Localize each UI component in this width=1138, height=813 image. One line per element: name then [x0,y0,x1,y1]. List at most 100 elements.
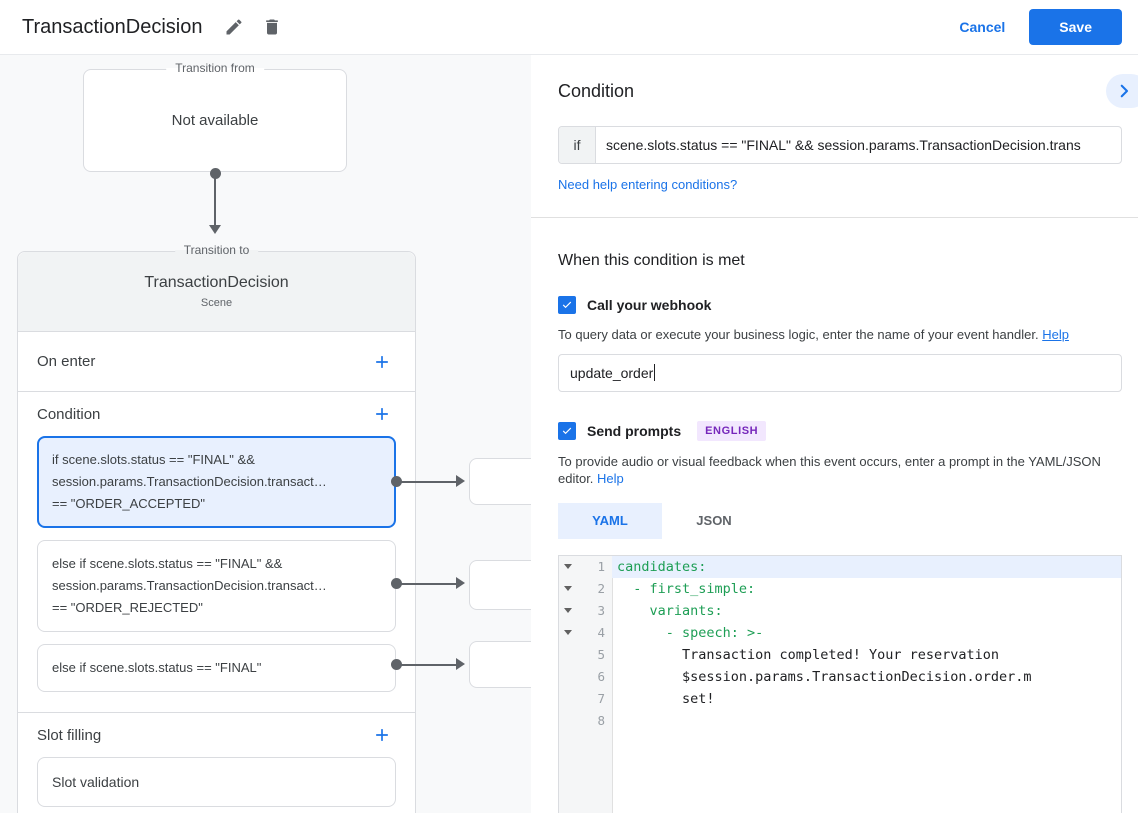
condition-detail-panel: Condition if scene.slots.status == "FINA… [531,55,1138,813]
call-webhook-checkbox[interactable] [558,296,576,314]
condition-card-line: == "ORDER_REJECTED" [52,600,203,615]
conditions-help-link[interactable]: Need help entering conditions? [558,177,738,192]
transition-from-value: Not available [171,112,259,129]
slot-filling-section: Slot filling Slot validation [18,712,415,813]
prompts-help-link[interactable]: Help [597,471,624,486]
condition-card-line: session.params.TransactionDecision.trans… [52,578,327,593]
chevron-right-icon [1120,84,1129,98]
condition-expression-value[interactable]: scene.slots.status == "FINAL" && session… [606,137,1081,153]
add-on-enter-button[interactable] [368,348,396,376]
add-condition-button[interactable] [368,400,396,428]
line-number: 6 [597,669,605,684]
check-icon [562,427,572,434]
transition-from-label: Transition from [166,61,264,75]
arrow-down-icon [209,225,221,234]
edit-scene-button[interactable] [218,11,250,43]
connector-dot [209,168,221,179]
pencil-icon [226,19,242,35]
line-number: 8 [597,713,605,728]
condition-card[interactable]: else if scene.slots.status == "FINAL" [37,644,396,692]
event-handler-input[interactable]: update_order [558,353,1122,392]
trash-icon [266,19,279,35]
send-prompts-checkbox[interactable] [558,421,576,440]
transition-target-box[interactable] [469,458,531,505]
connector-dot [391,659,402,670]
webhook-help-link[interactable]: Help [1042,327,1069,342]
add-slot-button[interactable] [368,721,396,749]
prompts-description: To provide audio or visual feedback when… [558,453,1122,488]
when-met-heading: When this condition is met [558,252,745,269]
connector-dot [391,578,402,589]
line-number: 3 [597,603,605,618]
condition-card-line: session.params.TransactionDecision.trans… [52,474,327,489]
save-button[interactable]: Save [1029,9,1122,45]
on-enter-label: On enter [37,353,96,370]
code-line[interactable]: 8 [559,710,1121,732]
plus-icon [376,408,388,420]
code-line[interactable]: 6 $session.params.TransactionDecision.or… [559,666,1121,688]
code-line[interactable]: 7 set! [559,688,1121,710]
line-number: 4 [597,625,605,640]
divider [531,217,1138,218]
code-line[interactable]: 4 - speech: >- [559,622,1121,644]
page-title: TransactionDecision [22,15,203,38]
line-number: 7 [597,691,605,706]
slot-filling-label: Slot filling [37,726,102,744]
fold-toggle-icon[interactable] [559,586,577,591]
code-text: Transaction completed! Your reservation [617,646,1000,663]
editor-format-tabs: YAML JSON [558,502,1122,539]
transition-target-box[interactable] [469,641,531,688]
cancel-button[interactable]: Cancel [959,19,1006,35]
connector-dot [391,476,402,487]
connector-line [396,582,456,585]
connector-line [396,480,456,483]
arrow-right-icon [456,475,465,487]
condition-expression-field[interactable]: if scene.slots.status == "FINAL" && sess… [558,126,1122,164]
fold-toggle-icon[interactable] [559,630,577,635]
code-line[interactable]: 2 - first_simple: [559,578,1121,600]
condition-card-line: else if scene.slots.status == "FINAL" && [52,556,283,571]
condition-section-label: Condition [37,405,101,423]
condition-card[interactable]: if scene.slots.status == "FINAL" &&sessi… [37,436,396,528]
text-caret [654,364,656,381]
tab-yaml[interactable]: YAML [558,502,662,539]
condition-card-line: == "ORDER_ACCEPTED" [52,496,205,511]
code-text: - speech: >- [617,624,764,641]
prompts-description-text: To provide audio or visual feedback when… [558,453,1101,487]
plus-icon [376,729,388,741]
webhook-description: To query data or execute your business l… [558,326,1122,344]
send-prompts-label: Send prompts [587,422,682,439]
slot-validation-card[interactable]: Slot validation [37,757,396,807]
fold-toggle-icon[interactable] [559,608,577,613]
connector-line [214,174,216,225]
scene-type: Scene [200,297,233,309]
fold-toggle-icon[interactable] [559,564,577,569]
transition-target-box[interactable] [469,560,531,610]
editor-gutter: 7 [559,688,612,710]
editor-gutter: 3 [559,600,612,622]
editor-gutter: 4 [559,622,612,644]
if-prefix-label: if [559,127,596,163]
tab-json[interactable]: JSON [662,503,766,539]
collapse-panel-button[interactable] [1106,74,1138,108]
scene-canvas[interactable]: Transition from Not available Transition… [0,55,531,813]
code-text: $session.params.TransactionDecision.orde… [617,668,1032,685]
delete-scene-button[interactable] [256,11,288,43]
transition-from-box: Transition from Not available [83,61,347,172]
call-webhook-label: Call your webhook [587,297,712,313]
code-line[interactable]: 5 Transaction completed! Your reservatio… [559,644,1121,666]
code-line[interactable]: 3 variants: [559,600,1121,622]
scene-name: TransactionDecision [144,274,289,291]
scene-header: TransactionDecision Scene [18,252,415,331]
condition-section: Condition if scene.slots.status == "FINA… [18,391,415,712]
editor-gutter: 6 [559,666,612,688]
condition-card-line: else if scene.slots.status == "FINAL" [52,660,262,675]
condition-card[interactable]: else if scene.slots.status == "FINAL" &&… [37,540,396,632]
on-enter-section: On enter [18,331,415,391]
panel-title: Condition [558,81,635,101]
code-text: variants: [617,602,723,619]
connector-line [396,663,456,666]
